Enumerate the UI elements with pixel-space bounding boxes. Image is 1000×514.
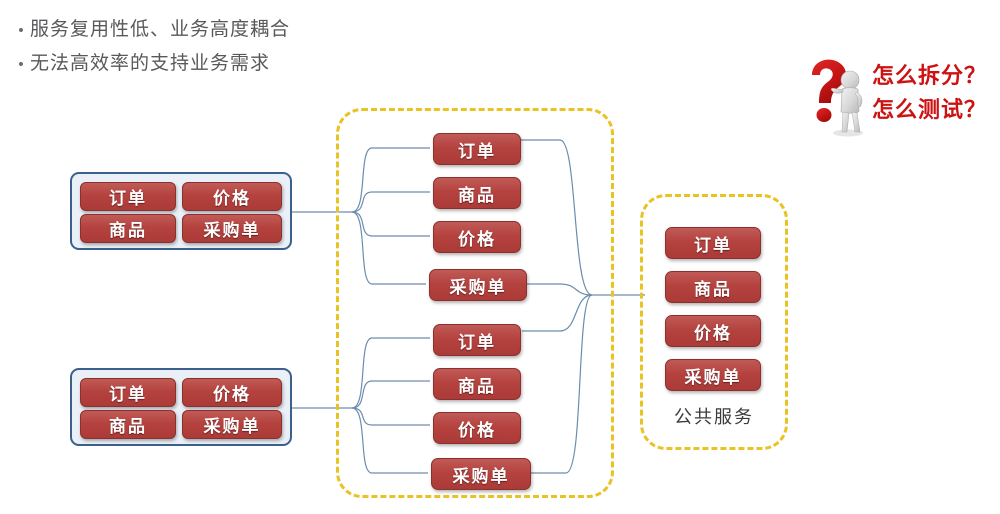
chip-price[interactable]: 价格 [665, 315, 761, 347]
chip-product[interactable]: 商品 [80, 410, 176, 439]
bullet-text: 服务复用性低、业务高度耦合 [30, 19, 291, 40]
chip-order[interactable]: 订单 [433, 324, 521, 356]
chip-purchase-order[interactable]: 采购单 [665, 359, 761, 391]
bullet-marker: • [18, 55, 24, 73]
monolith-group-bottom: 订单 价格 商品 采购单 [70, 368, 292, 446]
question-line-2: 怎么测试？ [872, 97, 988, 123]
question-callout: 怎么拆分？ 怎么测试？ [800, 55, 1000, 145]
chip-product[interactable]: 商品 [433, 177, 521, 209]
chip-product[interactable]: 商品 [433, 368, 521, 400]
question-mark-person-icon [812, 59, 863, 137]
chip-purchase-order[interactable]: 采购单 [182, 214, 282, 243]
question-text-block: 怎么拆分？ 怎么测试？ [872, 59, 987, 127]
chip-product[interactable]: 商品 [80, 214, 176, 243]
chip-price[interactable]: 价格 [433, 412, 521, 444]
chip-purchase-order[interactable]: 采购单 [182, 410, 282, 439]
bullet-text: 无法高效率的支持业务需求 [30, 52, 271, 74]
list-item: • 服务复用性低、业务高度耦合 [12, 16, 532, 44]
shared-service-group: 订单 商品 价格 采购单 公共服务 [640, 194, 788, 450]
chip-product[interactable]: 商品 [665, 271, 761, 303]
chip-price[interactable]: 价格 [433, 221, 521, 253]
chip-order[interactable]: 订单 [80, 182, 176, 211]
chip-purchase-order[interactable]: 采购单 [431, 458, 531, 490]
chip-order[interactable]: 订单 [665, 227, 761, 259]
question-line-1: 怎么拆分？ [872, 63, 988, 88]
bullet-list: • 服务复用性低、业务高度耦合 • 无法高效率的支持业务需求 [12, 16, 532, 83]
chip-price[interactable]: 价格 [182, 182, 282, 211]
list-item: • 无法高效率的支持业务需求 [12, 50, 532, 78]
chip-order[interactable]: 订单 [433, 133, 521, 165]
chip-purchase-order[interactable]: 采购单 [429, 269, 527, 301]
split-services-container: 订单 商品 价格 采购单 订单 商品 价格 采购单 [336, 108, 614, 498]
chip-price[interactable]: 价格 [182, 378, 282, 407]
monolith-group-top: 订单 价格 商品 采购单 [70, 172, 292, 250]
shared-service-label: 公共服务 [674, 407, 754, 427]
chip-order[interactable]: 订单 [80, 378, 176, 407]
bullet-marker: • [18, 22, 24, 39]
